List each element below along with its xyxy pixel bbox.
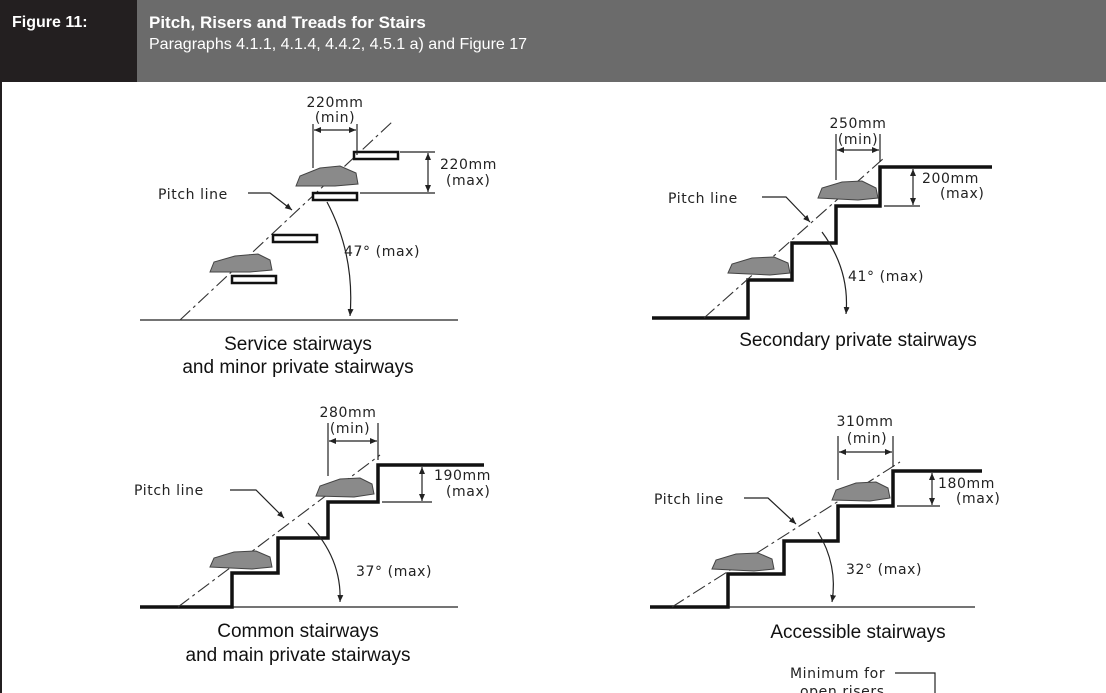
pitch-line-leader (230, 489, 285, 519)
stair-profile (650, 469, 982, 609)
shoe-icon (817, 180, 879, 201)
tread-note: (min) (838, 132, 878, 148)
riser-note: (max) (956, 491, 1000, 507)
tread-value: 250mm (830, 116, 887, 132)
tread-plank (271, 233, 319, 244)
riser-note: (max) (446, 484, 490, 500)
panel-service-stairways: 220mm (min) 220mm (max) Pitch line 47° (… (140, 95, 497, 378)
caption: Common stairways (217, 621, 379, 642)
tread-note: (min) (330, 421, 370, 437)
caption-line2: and minor private stairways (182, 357, 413, 378)
tread-plank (230, 274, 278, 285)
angle-label: 47° (max) (344, 244, 420, 260)
figure-heading: Pitch, Risers and Treads for Stairs Para… (137, 0, 1106, 82)
tread-note: (min) (847, 431, 887, 447)
angle-arc (326, 201, 354, 317)
panel-common-stairways: 280mm (min) 190mm (max) Pitch line 37° (… (134, 405, 491, 666)
pitch-line-leader (744, 497, 797, 525)
tread-value: 280mm (320, 405, 377, 421)
open-risers-note-line2: open risers (800, 684, 885, 693)
left-border (0, 82, 2, 693)
tread-value: 310mm (837, 414, 894, 430)
figure-label: Figure 11: (0, 0, 137, 82)
pitch-line-label: Pitch line (668, 191, 738, 207)
riser-value: 200mm (922, 171, 979, 187)
figure-header: Figure 11: Pitch, Risers and Treads for … (0, 0, 1106, 82)
pitch-line (177, 454, 381, 608)
angle-label: 41° (max) (848, 269, 924, 285)
caption: Secondary private stairways (739, 330, 977, 351)
shoe-icon (295, 165, 359, 187)
shoe-icon (831, 481, 891, 502)
pitch-line-leader (248, 192, 293, 211)
open-risers-note-line1: Minimum for (790, 666, 885, 682)
pitch-line (179, 121, 393, 321)
tread-value: 220mm (307, 95, 364, 111)
panel-accessible-stairways: 310mm (min) 180mm (max) Pitch line 32° (… (650, 414, 1000, 643)
riser-note: (max) (446, 173, 490, 189)
caption: Service stairways (224, 334, 372, 355)
pitch-line-label: Pitch line (134, 483, 204, 499)
stair-profile (140, 463, 484, 609)
shoe-icon (209, 550, 273, 570)
shoe-icon (711, 552, 775, 572)
angle-arc (817, 531, 837, 603)
tread-plank (311, 191, 359, 202)
riser-value: 220mm (440, 157, 497, 173)
shoe-icon (209, 253, 273, 273)
panel-secondary-private-stairways: 250mm (min) 200mm (max) Pitch line 41° (… (652, 116, 992, 351)
tread-plank (352, 150, 400, 161)
riser-note: (max) (940, 186, 984, 202)
riser-value: 190mm (434, 468, 491, 484)
stair-diagrams: 220mm (min) 220mm (max) Pitch line 47° (… (134, 95, 1000, 693)
angle-arc (821, 231, 850, 315)
shoe-icon (727, 256, 791, 276)
angle-label: 37° (max) (356, 564, 432, 580)
caption: Accessible stairways (770, 622, 945, 643)
shoe-icon (315, 477, 375, 498)
pitch-line-label: Pitch line (158, 187, 228, 203)
stair-profile (652, 165, 992, 320)
caption-line2: and main private stairways (186, 645, 411, 666)
angle-label: 32° (max) (846, 562, 922, 578)
riser-value: 180mm (938, 476, 995, 492)
pitch-line-leader (762, 196, 811, 223)
figure-subtitle: Paragraphs 4.1.1, 4.1.4, 4.4.2, 4.5.1 a)… (149, 36, 528, 53)
tread-note: (min) (315, 110, 355, 126)
pitch-line-label: Pitch line (654, 492, 724, 508)
open-risers-note: Minimum for open risers (790, 666, 936, 693)
angle-arc (307, 522, 344, 603)
figure-title: Pitch, Risers and Treads for Stairs (149, 13, 426, 32)
open-risers-leader (895, 672, 936, 693)
